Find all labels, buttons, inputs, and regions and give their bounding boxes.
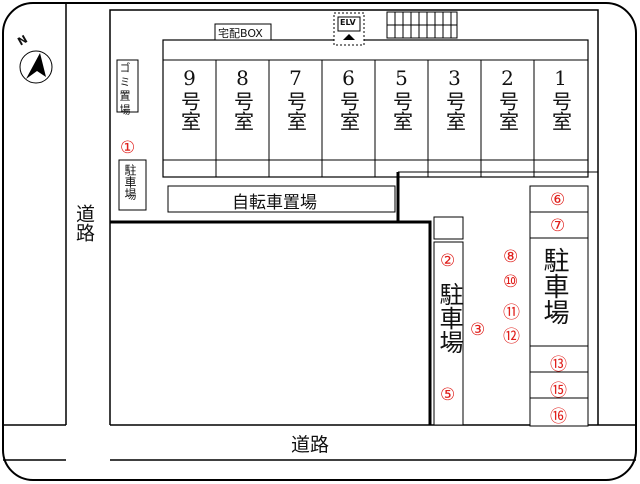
spot-7: ⑦ [550,216,566,236]
road-bottom-label: 道路 [291,434,330,456]
parking-center-label: 駐車場 [435,282,463,354]
parking-small-box [118,159,147,211]
thick-boundary [110,220,432,425]
spot-3: ③ [470,320,486,340]
parking-small-label: 駐車場 [123,164,137,200]
bicycle-parking [167,185,396,213]
spot-8: ⑧ [503,247,519,267]
spot-16: ⑯ [550,407,567,427]
elevator-icon [337,16,361,32]
garbage-area [116,59,139,113]
parking-right-column [529,185,589,427]
spot-6: ⑥ [550,190,566,210]
garbage-label: ゴミ置場 [118,62,131,118]
spot-12: ⑫ [503,327,520,347]
spot-13: ⑬ [550,355,567,375]
spot-1: ① [120,138,136,158]
room-number: 7 [289,66,302,90]
delivery-box [214,23,272,41]
stairs-icon [386,11,458,39]
room-number: 9 [183,66,196,90]
spot-15: ⑮ [550,381,567,401]
spot-5: ⑤ [440,385,456,405]
room-suffix: 号室 [495,91,520,131]
north-arrow-icon [19,50,53,84]
parking-right-label: 駐車場 [539,247,569,325]
room-suffix: 号室 [548,91,573,131]
room-suffix: 号室 [336,91,361,131]
road-left-label: 道路 [73,204,95,242]
room-number: 8 [236,66,249,90]
room-suffix: 号室 [230,91,255,131]
room-suffix: 号室 [442,91,467,131]
parking-center-small-box [433,216,464,240]
room-number: 5 [395,66,408,90]
room-suffix: 号室 [283,91,308,131]
spot-11: ⑪ [503,303,520,323]
spot-10: ⑩ [503,272,519,292]
room-number: 6 [342,66,355,90]
bicycle-parking-label: 自転車置場 [232,193,317,213]
delivery-box-label: 宅配BOX [218,27,263,40]
room-number: 3 [448,66,461,90]
room-number: 1 [554,66,567,90]
elevator-arrow-icon [343,34,355,40]
elevator-label: ELV [340,18,356,27]
room-suffix: 号室 [177,91,202,131]
parking-center-strip [433,241,464,426]
spot-2: ② [440,251,456,271]
room-suffix: 号室 [389,91,414,131]
room-number: 2 [501,66,514,90]
room-dividers [163,60,588,177]
